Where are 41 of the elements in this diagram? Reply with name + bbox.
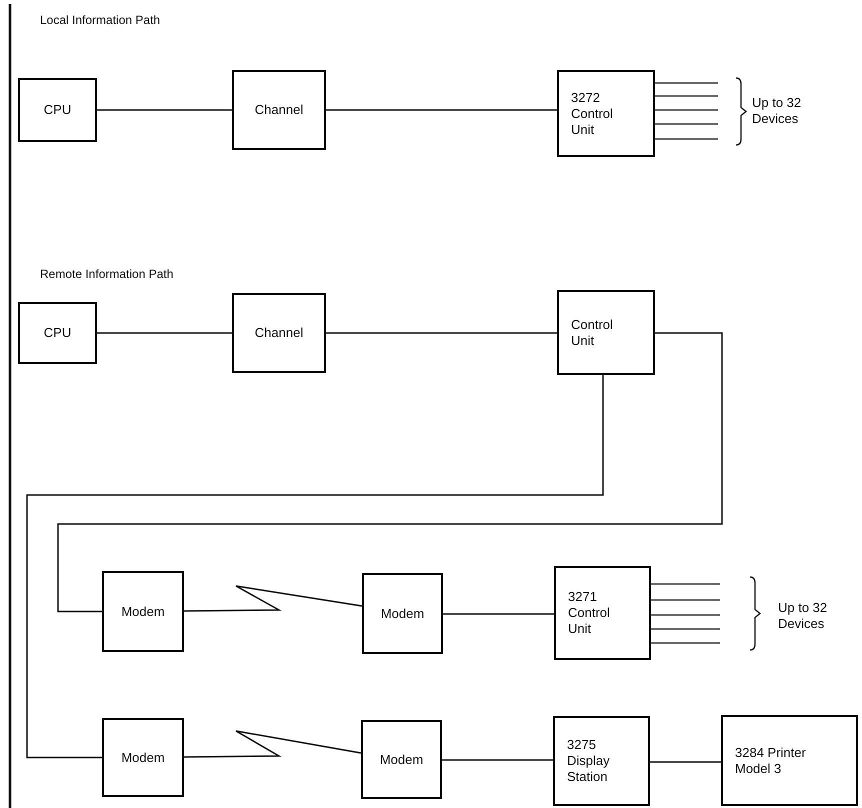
section-title: Local Information Path xyxy=(40,12,162,28)
box-label: Modem xyxy=(121,750,165,766)
connector-line xyxy=(326,109,557,111)
device-count-label: Up to 32 Devices xyxy=(752,95,802,127)
connector-line xyxy=(26,375,604,758)
connector-line xyxy=(650,761,721,763)
box-label: 3275 Display Station xyxy=(567,737,610,785)
unit-box xyxy=(553,716,650,806)
unit-box xyxy=(232,293,326,373)
box-label: 3271 Control Unit xyxy=(568,589,610,637)
box-label: 3272 Control Unit xyxy=(571,90,613,138)
unit-box xyxy=(557,70,655,157)
unit-box xyxy=(361,720,442,799)
unit-box xyxy=(232,70,326,150)
unit-box xyxy=(554,566,651,660)
connector-line xyxy=(326,332,557,334)
unit-box xyxy=(102,718,184,797)
connector-line xyxy=(97,109,232,111)
box-label: CPU xyxy=(44,325,72,341)
unit-box xyxy=(721,715,858,806)
box-label: Modem xyxy=(380,752,424,768)
unit-box xyxy=(18,78,97,142)
box-label: Modem xyxy=(121,604,165,620)
unit-box xyxy=(18,302,97,364)
connector-line xyxy=(442,759,553,761)
box-label: Modem xyxy=(380,606,424,622)
connector-line xyxy=(97,332,232,334)
connector-line xyxy=(57,332,723,612)
connector-line xyxy=(184,585,362,612)
unit-box xyxy=(557,290,655,375)
unit-box xyxy=(102,571,184,652)
connector-line xyxy=(184,730,362,758)
section-title: Remote Information Path xyxy=(40,266,174,282)
unit-box xyxy=(362,573,443,654)
box-label: Control Unit xyxy=(571,316,613,348)
box-label: 3284 Printer Model 3 xyxy=(735,744,807,776)
device-count-label: Up to 32 Devices xyxy=(778,600,828,632)
box-label: Channel xyxy=(254,102,304,118)
connector-line xyxy=(443,613,554,615)
box-label: Channel xyxy=(254,325,304,341)
box-label: CPU xyxy=(44,102,72,118)
